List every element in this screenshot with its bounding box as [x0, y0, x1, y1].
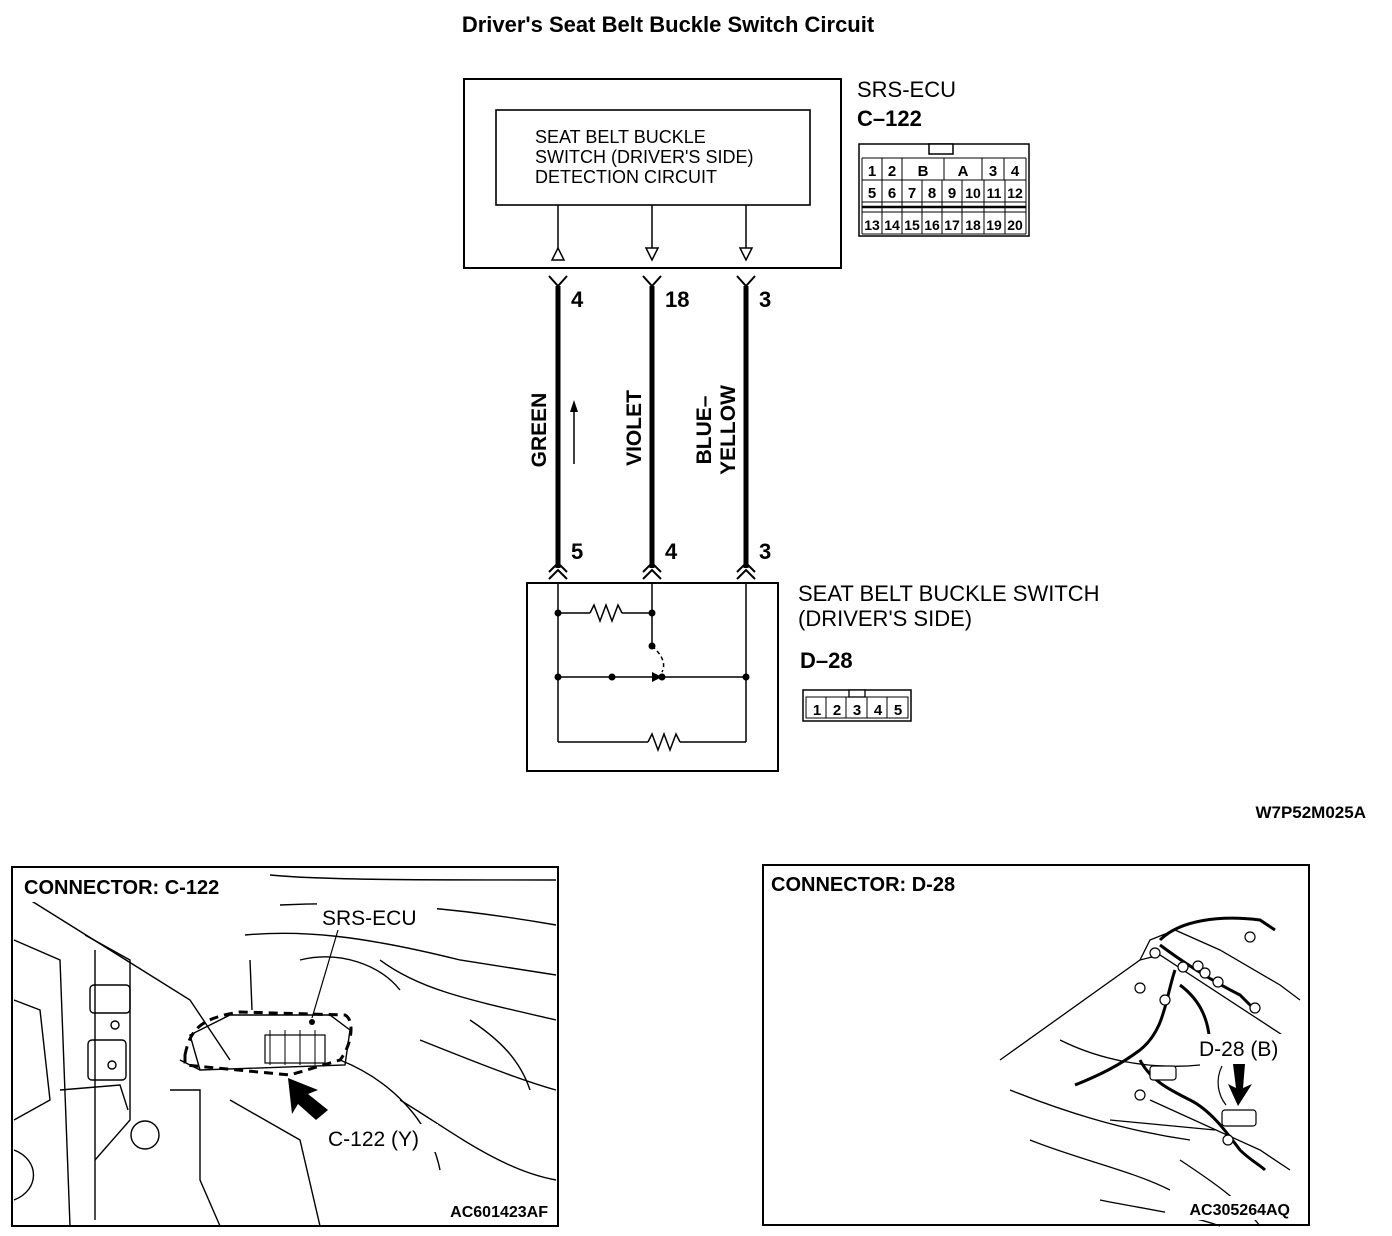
panel-d28-callout: D-28 (B) [1199, 1038, 1278, 1061]
c122-pin: 3 [989, 163, 997, 180]
c122-pin: 19 [986, 217, 1002, 233]
panel-c122-callout: C-122 (Y) [328, 1128, 419, 1151]
wire-blueyellow-label-1: BLUE– [693, 395, 716, 464]
c122-pin: 16 [924, 217, 940, 233]
panel-c122: CONNECTOR: C-122 SRS-ECU C-122 (Y) AC601… [11, 866, 559, 1227]
c122-pin: B [918, 163, 929, 180]
d28-pin: 4 [874, 702, 883, 719]
circuit-line-1: SEAT BELT BUCKLE [535, 127, 706, 147]
c122-pin: 4 [1011, 163, 1020, 180]
ecu-name: SRS-ECU [857, 77, 956, 102]
c122-pin: 12 [1007, 185, 1023, 201]
d28-location-arrow [1228, 1064, 1252, 1106]
ecu-terminals [550, 205, 754, 262]
c122-pin-grid: 1 2 B A 3 4 5 6 7 8 9 10 11 12 13 14 15 … [858, 143, 1030, 237]
wire-blueyellow-top-pin: 3 [759, 287, 771, 312]
d28-pin: 2 [833, 702, 841, 719]
c122-pin: 15 [904, 217, 920, 233]
c122-pin: 20 [1007, 217, 1023, 233]
c122-pin: 11 [987, 185, 1002, 201]
c122-pin: 10 [965, 185, 981, 201]
switch-name-line-2: (DRIVER'S SIDE) [798, 606, 972, 631]
panel-d28-heading: CONNECTOR: D-28 [771, 874, 955, 896]
d28-pin: 3 [853, 702, 861, 719]
d28-pin: 5 [894, 702, 902, 719]
d28-pin: 1 [813, 702, 821, 719]
ecu-location-outline [183, 1010, 353, 1077]
c122-pin: 5 [868, 185, 876, 202]
diagram-code: W7P52M025A [1255, 803, 1366, 822]
c122-pin: 14 [884, 217, 900, 233]
wire-green-top-pin: 4 [571, 287, 584, 312]
ecu-connector-id: C–122 [857, 106, 922, 131]
c122-pin: 18 [965, 217, 981, 233]
c122-pin: 6 [888, 185, 896, 202]
switch-name-line-1: SEAT BELT BUCKLE SWITCH [798, 581, 1100, 606]
wire-green-bottom-pin: 5 [571, 539, 583, 564]
c122-pin: 9 [948, 185, 956, 202]
circuit-line-3: DETECTION CIRCUIT [535, 167, 717, 187]
panel-c122-code: AC601423AF [450, 1204, 548, 1221]
panel-d28-code: AC305264AQ [1190, 1202, 1291, 1219]
c122-pin: 17 [944, 217, 960, 233]
circuit-line-2: SWITCH (DRIVER'S SIDE) [535, 147, 753, 167]
d28-clips [1134, 931, 1261, 1146]
page-title: Driver's Seat Belt Buckle Switch Circuit [462, 12, 875, 37]
buckle-switch-circuit [557, 583, 747, 753]
c122-pin: 1 [868, 163, 876, 180]
switch-connector-id: D–28 [800, 648, 853, 673]
wire-harness [548, 275, 756, 580]
c122-pin: 13 [864, 217, 880, 233]
panel-d28: CONNECTOR: D-28 D-28 (B) AC305264AQ [762, 864, 1310, 1227]
ecu-box [463, 78, 842, 269]
c122-pin: 2 [888, 163, 896, 180]
detection-circuit-box [495, 109, 811, 206]
panel-c122-heading: CONNECTOR: C-122 [24, 877, 219, 899]
c122-pin: A [958, 163, 969, 180]
panel-c122-ecu-label: SRS-ECU [322, 907, 417, 930]
c122-pin: 8 [928, 185, 936, 202]
wire-violet-label: VIOLET [623, 390, 646, 466]
c122-pin: 7 [908, 185, 916, 202]
d28-pin-block: 1 2 3 4 5 [802, 689, 912, 722]
wire-violet-bottom-pin: 4 [665, 539, 678, 564]
wire-blueyellow-label-2: YELLOW [717, 385, 740, 475]
wire-violet-top-pin: 18 [665, 287, 689, 312]
c122-location-arrow [288, 1078, 328, 1120]
wire-green-label: GREEN [528, 393, 551, 468]
circuit-nodes [554, 609, 750, 681]
d28-vehicle-illustration [999, 929, 1301, 1227]
wire-blueyellow-bottom-pin: 3 [759, 539, 771, 564]
